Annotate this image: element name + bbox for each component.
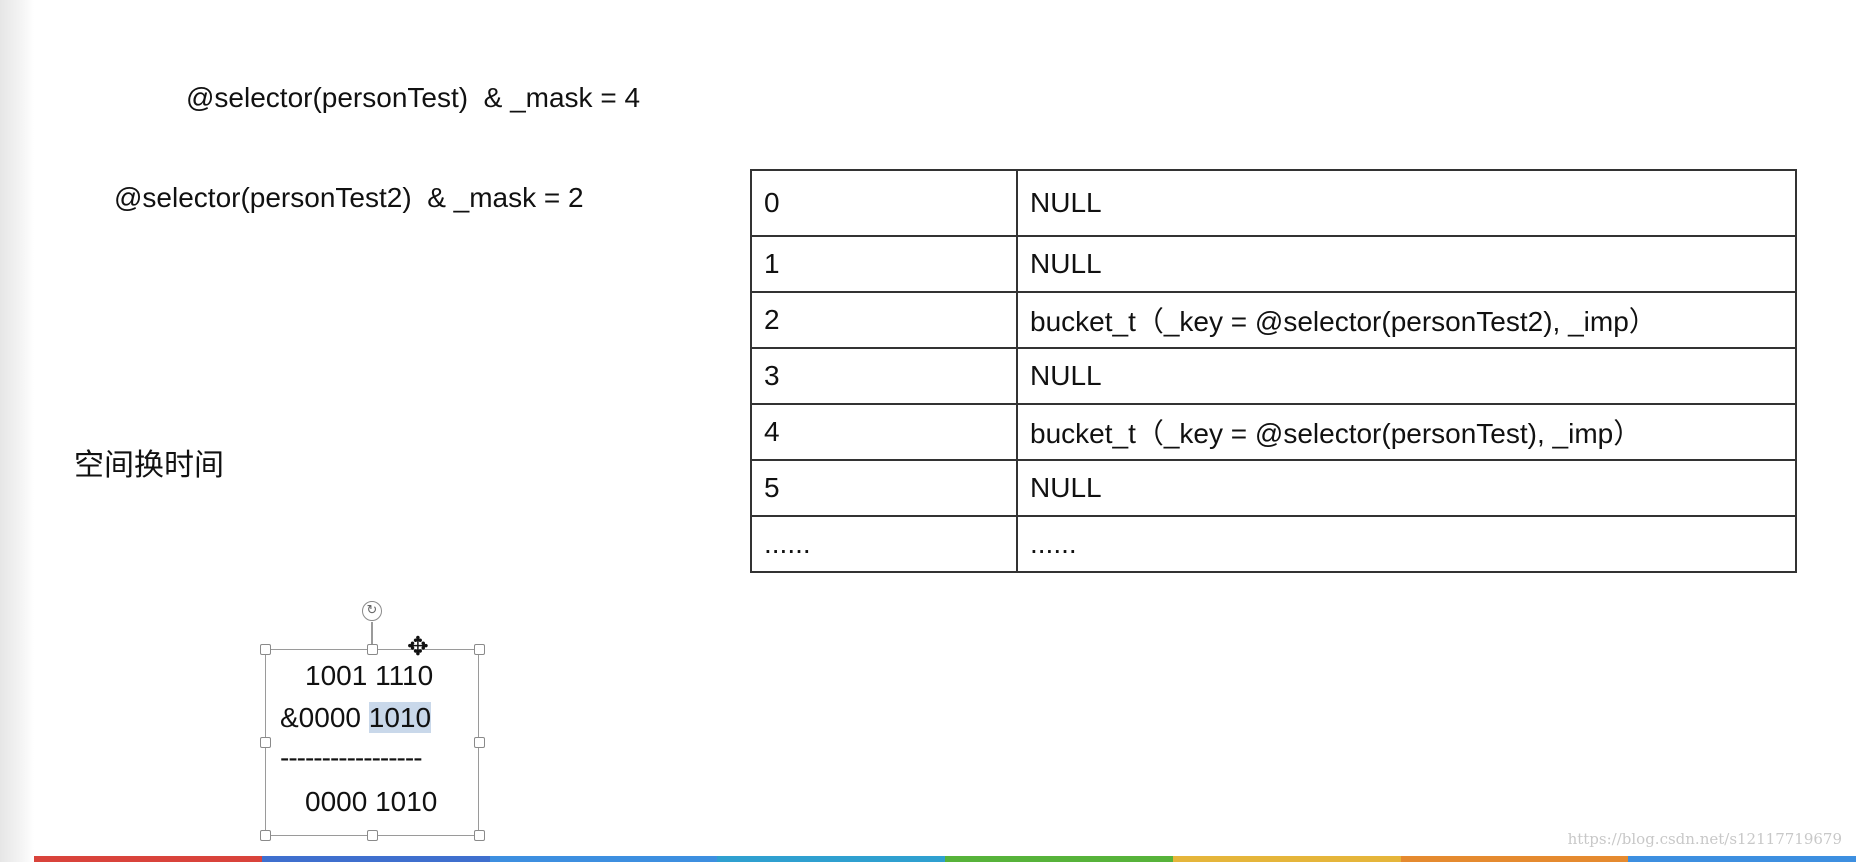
resize-handle-bottom-right[interactable] xyxy=(474,830,485,841)
calc-operand-line: 1001 1110 xyxy=(305,660,434,691)
calc-mask-line: &0000 1010 xyxy=(280,702,432,734)
bucket-index-cell: 3 xyxy=(750,347,1018,405)
bucket-index-cell: 4 xyxy=(750,403,1018,461)
selected-text-highlight: 1010 xyxy=(368,702,432,733)
bucket-index-cell: 2 xyxy=(750,291,1018,349)
bucket-value-cell: NULL xyxy=(1016,169,1797,237)
resize-handle-middle-left[interactable] xyxy=(260,737,271,748)
resize-handle-top-left[interactable] xyxy=(260,644,271,655)
resize-handle-bottom-left[interactable] xyxy=(260,830,271,841)
bucket-value-cell: NULL xyxy=(1016,235,1797,293)
rotation-stem xyxy=(371,622,373,649)
color-progress-strip xyxy=(34,856,1856,862)
color-strip-segment xyxy=(261,856,490,862)
resize-handle-top-center[interactable] xyxy=(367,644,378,655)
table-row: ............ xyxy=(750,515,1797,573)
bucket-index-cell: ...... xyxy=(750,515,1018,573)
bucket-value-cell: NULL xyxy=(1016,347,1797,405)
bucket-value-cell: bucket_t（_key = @selector(personTest2), … xyxy=(1016,291,1797,349)
bucket-index-cell: 5 xyxy=(750,459,1018,517)
color-strip-segment xyxy=(945,856,1173,862)
selector-mask-line-1: @selector(personTest) & _mask = 4 xyxy=(186,82,641,113)
selector-mask-line-2: @selector(personTest2) & _mask = 2 xyxy=(114,182,584,213)
rotate-handle-icon[interactable]: ↻ xyxy=(362,601,382,621)
resize-handle-top-right[interactable] xyxy=(474,644,485,655)
bucket-value-cell: NULL xyxy=(1016,459,1797,517)
color-strip-segment xyxy=(489,856,718,862)
space-time-label: 空间换时间 xyxy=(74,448,224,483)
bucket-value-cell: ...... xyxy=(1016,515,1797,573)
color-strip-segment xyxy=(34,856,262,862)
calc-separator-line: ----------------- xyxy=(280,742,423,773)
bucket-index-cell: 0 xyxy=(750,169,1018,237)
color-strip-segment xyxy=(1628,856,1856,862)
color-strip-segment xyxy=(1172,856,1401,862)
watermark-url: https://blog.csdn.net/s12117719679 xyxy=(1567,830,1842,848)
left-gutter xyxy=(0,0,34,862)
resize-handle-bottom-center[interactable] xyxy=(367,830,378,841)
move-cursor-icon: ✥ xyxy=(407,632,429,662)
color-strip-segment xyxy=(717,856,945,862)
calc-result-line: 0000 1010 xyxy=(305,786,438,817)
bucket-index-cell: 1 xyxy=(750,235,1018,293)
bucket-value-cell: bucket_t（_key = @selector(personTest), _… xyxy=(1016,403,1797,461)
calc-mask-prefix: &0000 xyxy=(280,702,369,733)
color-strip-segment xyxy=(1400,856,1629,862)
resize-handle-middle-right[interactable] xyxy=(474,737,485,748)
